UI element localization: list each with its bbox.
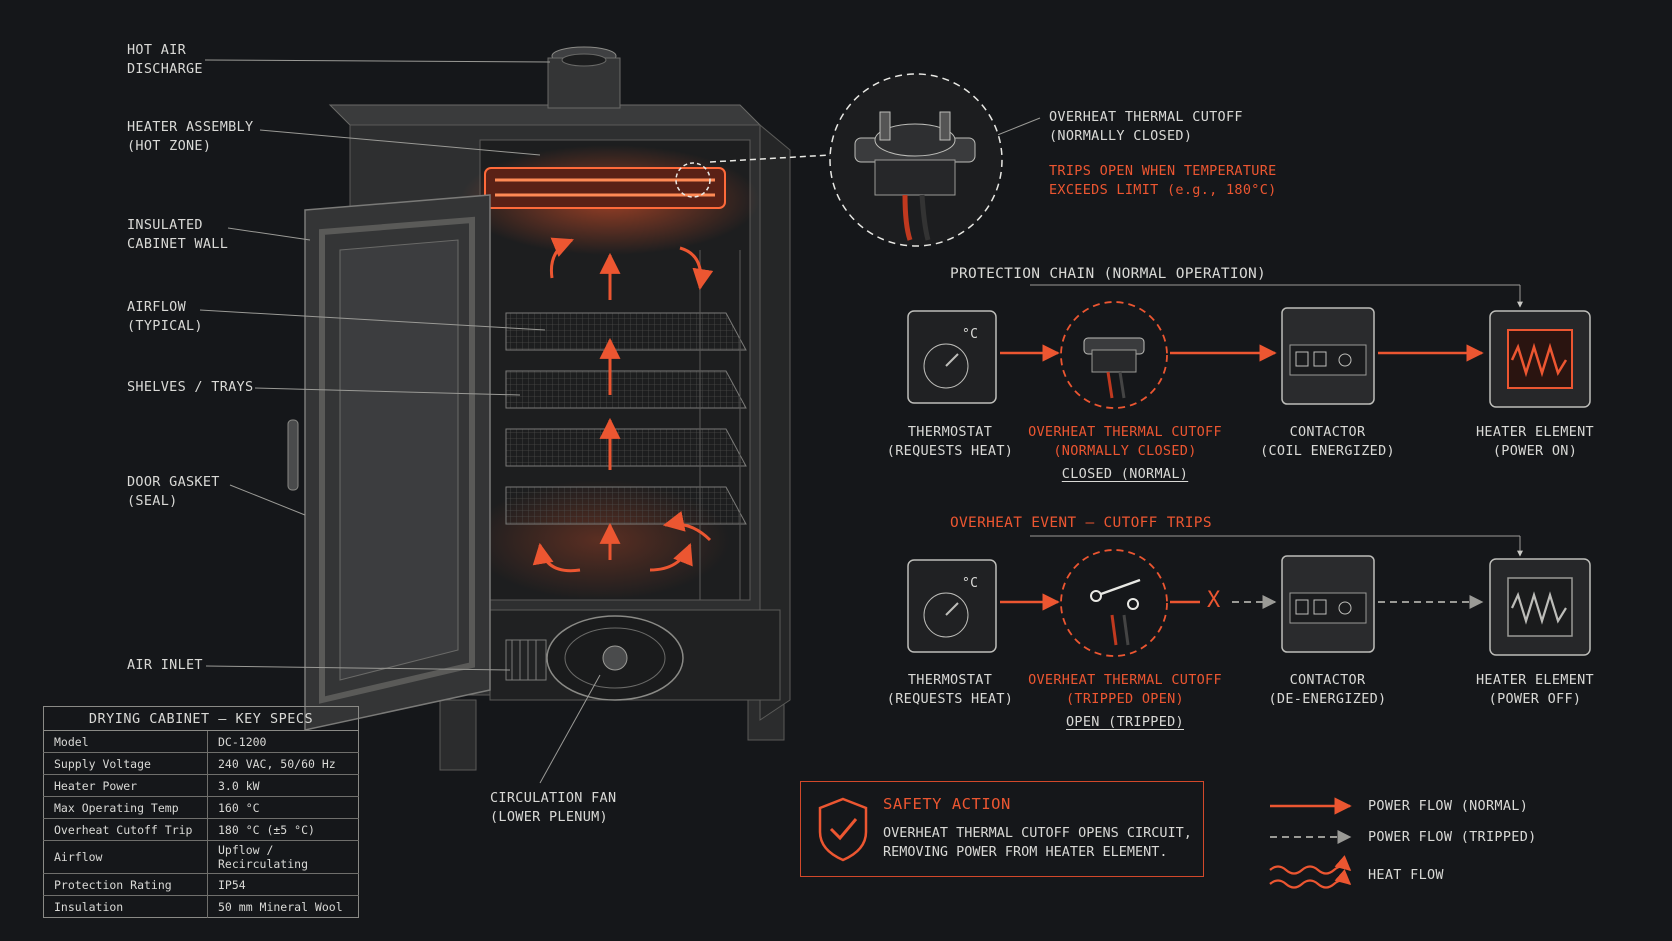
- normal-cutoff-state: CLOSED (NORMAL): [1061, 466, 1189, 482]
- thermal-cutoff-icon: [854, 111, 976, 241]
- legend-normal: POWER FLOW (NORMAL): [1368, 798, 1529, 814]
- label-air-inlet: AIR INLET: [127, 657, 203, 673]
- normal-cutoff-label: OVERHEAT THERMAL CUTOFF (NORMALLY CLOSED…: [1028, 424, 1222, 459]
- overheat-contactor-icon: [1281, 555, 1375, 653]
- leader-lines: [199, 59, 1041, 784]
- normal-thermostat-label: THERMOSTAT (REQUESTS HEAT): [886, 424, 1014, 459]
- overheat-contactor-label: CONTACTOR (DE-ENERGIZED): [1268, 672, 1387, 707]
- normal-contactor-icon: [1281, 307, 1375, 405]
- specs-title: DRYING CABINET — KEY SPECS: [43, 706, 359, 731]
- cabinet-door: [287, 194, 491, 731]
- overheat-heater-icon: [1489, 558, 1591, 656]
- overheat-thermostat-label: THERMOSTAT (REQUESTS HEAT): [886, 672, 1014, 707]
- heater-assembly: [484, 162, 726, 209]
- normal-heater-label: HEATER ELEMENT (POWER ON): [1476, 424, 1594, 459]
- label-hot-air-discharge: HOT AIR DISCHARGE: [127, 42, 203, 77]
- cutoff-callout-note: TRIPS OPEN WHEN TEMPERATURE EXCEEDS LIMI…: [1049, 163, 1277, 198]
- safety-text: OVERHEAT THERMAL CUTOFF OPENS CIRCUIT, R…: [883, 825, 1192, 860]
- drying-cabinet: [287, 46, 791, 771]
- overheat-heater-label: HEATER ELEMENT (POWER OFF): [1476, 672, 1594, 707]
- overheat-chain-title: OVERHEAT EVENT — CUTOFF TRIPS: [950, 515, 1212, 531]
- label-shelves: SHELVES / TRAYS: [127, 379, 254, 395]
- normal-chain-title: PROTECTION CHAIN (NORMAL OPERATION): [950, 266, 1267, 282]
- circuit-break-x: X: [1207, 588, 1221, 613]
- overheat-cutoff-icon: [1060, 549, 1168, 657]
- overheat-thermostat-unit: °C: [962, 576, 979, 591]
- legend-heat: HEAT FLOW: [1368, 867, 1444, 883]
- safety-action-box: SAFETY ACTION OVERHEAT THERMAL CUTOFF OP…: [800, 781, 1204, 877]
- label-insulated-wall: INSULATED CABINET WALL: [127, 217, 229, 252]
- label-circulation-fan: CIRCULATION FAN (LOWER PLENUM): [490, 790, 617, 825]
- normal-contactor-label: CONTACTOR (COIL ENERGIZED): [1260, 424, 1395, 459]
- overheat-cutoff-label: OVERHEAT THERMAL CUTOFF (TRIPPED OPEN): [1028, 672, 1222, 707]
- air-inlet-grille: [505, 639, 547, 681]
- safety-title: SAFETY ACTION: [883, 795, 1011, 813]
- airflow-arrows: [532, 237, 714, 573]
- shelves: [505, 250, 747, 600]
- hot-air-discharge-chimney: [547, 46, 621, 109]
- overheat-cutoff-state: OPEN (TRIPPED): [1066, 714, 1184, 730]
- label-heater-assembly: HEATER ASSEMBLY (HOT ZONE): [127, 119, 254, 154]
- legend-tripped: POWER FLOW (TRIPPED): [1368, 829, 1537, 845]
- legend-symbols: [1269, 797, 1352, 889]
- normal-thermostat-icon: [907, 310, 997, 404]
- cutoff-callout-title: OVERHEAT THERMAL CUTOFF (NORMALLY CLOSED…: [1049, 109, 1243, 144]
- normal-heater-icon: [1489, 310, 1591, 408]
- label-airflow: AIRFLOW (TYPICAL): [127, 299, 203, 334]
- overheat-thermostat-icon: [907, 559, 997, 653]
- cutoff-zoom-callout: [829, 73, 1003, 247]
- label-door-gasket: DOOR GASKET (SEAL): [127, 474, 220, 509]
- shield-check-icon: [818, 797, 868, 862]
- normal-cutoff-icon: [1060, 301, 1168, 409]
- circulation-fan: [546, 615, 684, 701]
- normal-thermostat-unit: °C: [962, 327, 979, 342]
